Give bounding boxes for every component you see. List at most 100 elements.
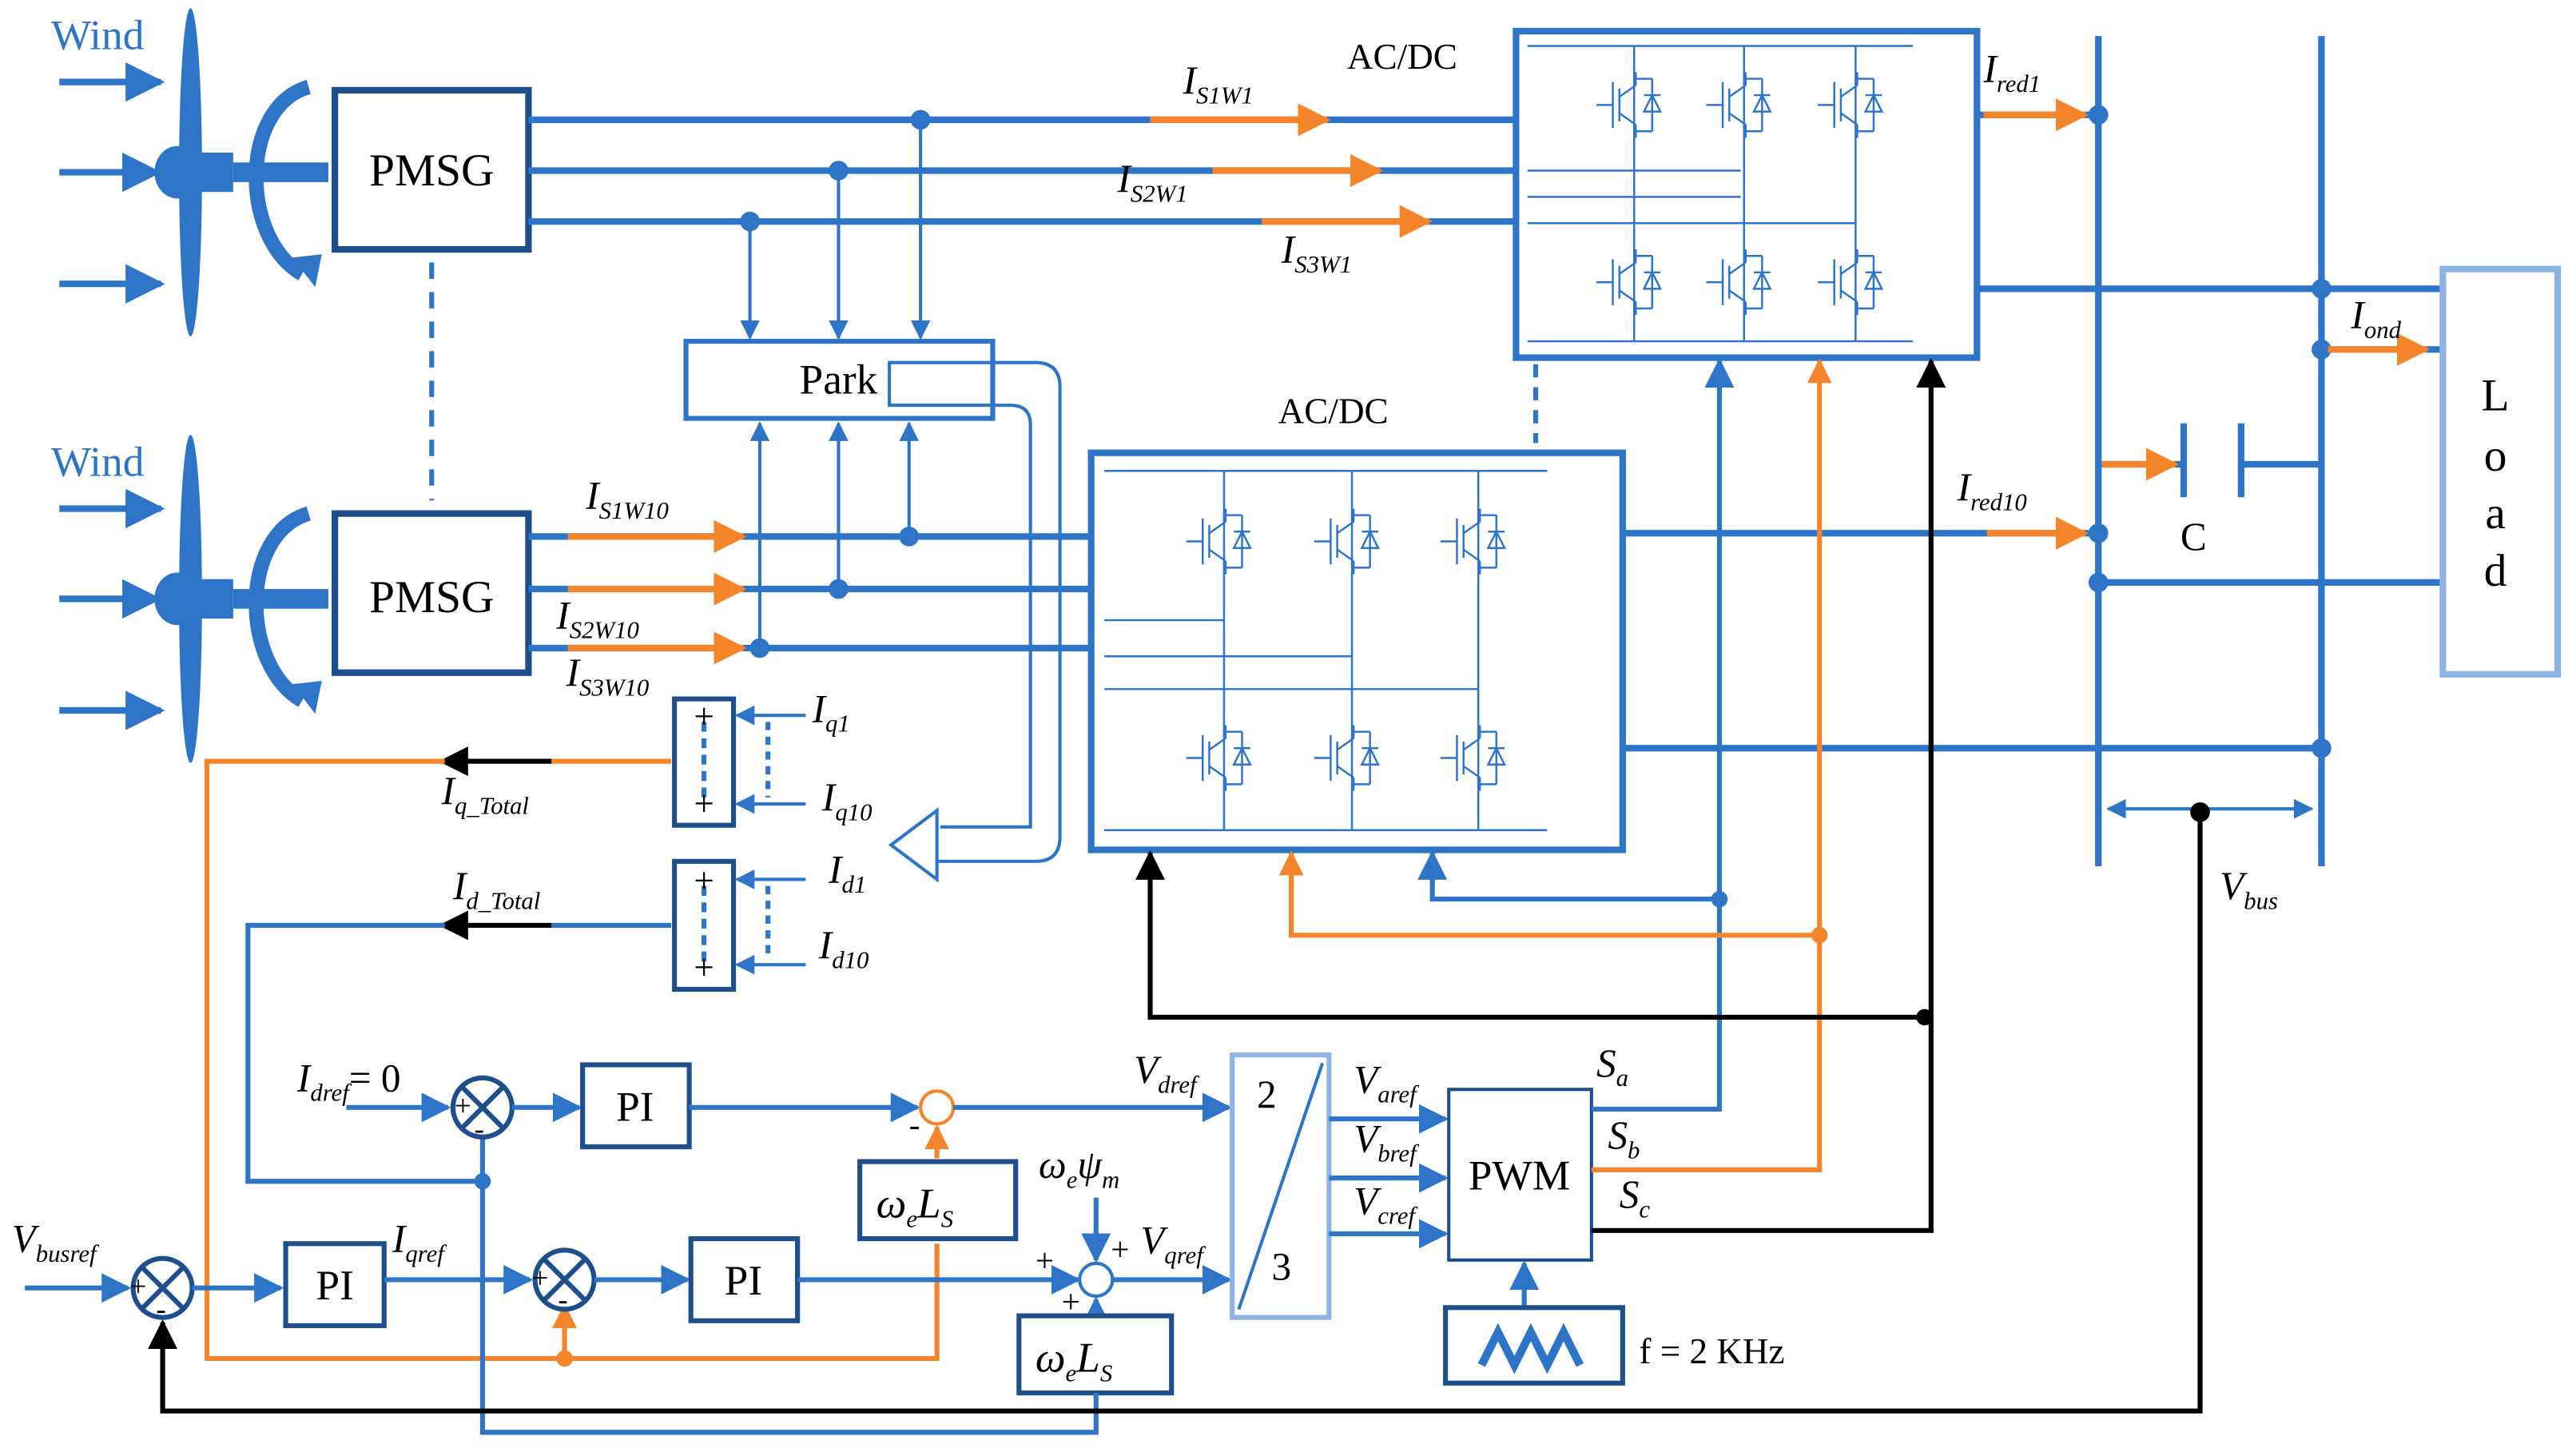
label-is3w1: IS3W1 xyxy=(1281,227,1352,277)
label-iqref: Iqref xyxy=(392,1217,447,1267)
bottom-current-arrows xyxy=(567,519,747,665)
signal-sc-line xyxy=(1591,357,1946,1233)
svg-text:-: - xyxy=(156,1293,165,1326)
sum-inputs xyxy=(734,705,806,975)
pmsg-box-top xyxy=(332,86,532,253)
label-wepsi: ωeψm xyxy=(1039,1143,1119,1193)
label-is2w1: IS2W1 xyxy=(1116,157,1187,207)
svg-text:+: + xyxy=(1036,1242,1054,1279)
pmsg-label-top: PMSG xyxy=(369,145,495,196)
label-vdref: Vdref xyxy=(1134,1048,1200,1098)
sum-junction-vd xyxy=(919,1089,956,1126)
pi-d-block xyxy=(580,1062,692,1150)
label-vcref: Vcref xyxy=(1354,1179,1418,1229)
pi-bus-block xyxy=(283,1241,387,1328)
label-iq-total: Iq_Total xyxy=(441,769,529,819)
svg-text:+: + xyxy=(1062,1283,1080,1319)
label-idref: Idref= 0 xyxy=(296,1056,401,1106)
label-ired10: Ired10 xyxy=(1957,465,2027,515)
id-total-feedback-line xyxy=(245,922,486,1184)
top-current-arrows xyxy=(1150,103,1433,238)
svg-text:-: - xyxy=(475,1112,484,1145)
acdc-converter-bottom xyxy=(1087,449,1626,853)
label-sc: Sc xyxy=(1620,1172,1651,1223)
svg-text:+: + xyxy=(694,783,714,823)
svg-text:-: - xyxy=(909,1106,920,1143)
svg-text:+: + xyxy=(455,1089,471,1122)
svg-text:+: + xyxy=(130,1270,147,1303)
transform-label-3: 3 xyxy=(1271,1244,1291,1288)
sum-junction-vq xyxy=(1078,1261,1115,1299)
welS-bottom-label: ωeLS xyxy=(1036,1333,1112,1386)
vbus-feedback-line xyxy=(148,812,2203,1414)
vabc-ref-arrows xyxy=(1329,1104,1449,1249)
park-output-path-inner xyxy=(940,404,1032,829)
welS-block-top xyxy=(857,1159,1019,1242)
label-id-total: Id_Total xyxy=(452,864,540,914)
pi-q-label: PI xyxy=(725,1256,762,1304)
park-output-arrowhead xyxy=(888,807,939,883)
label-sb: Sb xyxy=(1608,1113,1640,1164)
bus-junction-dots xyxy=(2088,105,2332,758)
label-vbus: Vbus xyxy=(2220,864,2278,914)
label-is3w10: IS3W10 xyxy=(566,650,650,701)
pwm-block xyxy=(1447,1088,1593,1262)
transform-label-2: 2 xyxy=(1257,1072,1277,1116)
acdc-bottom-label: AC/DC xyxy=(1278,392,1389,432)
load-letter-a: a xyxy=(2485,488,2506,539)
bus-current-arrows xyxy=(1983,98,2430,550)
load-box xyxy=(2439,265,2562,678)
label-iq1: Iq1 xyxy=(812,686,850,737)
park-label: Park xyxy=(800,356,878,404)
dc-bus-lines xyxy=(1622,36,2443,867)
acdc-top-label: AC/DC xyxy=(1347,37,1457,77)
signal-sa-line xyxy=(1591,357,1735,1112)
wind-label-top: Wind xyxy=(51,11,145,59)
signal-sb-line xyxy=(1591,358,1832,1172)
converter-top-switches xyxy=(1527,45,1914,343)
park-output-path xyxy=(936,360,1062,863)
label-iond: Iond xyxy=(2350,293,2401,344)
svg-text:-: - xyxy=(558,1283,567,1315)
iq-total-feedback-line xyxy=(204,758,940,1362)
svg-text:+: + xyxy=(694,948,714,988)
load-letter-o: o xyxy=(2484,431,2507,481)
svg-text:+: + xyxy=(532,1262,549,1295)
load-letter-d: d xyxy=(2484,546,2507,596)
pmsg-box-bottom xyxy=(332,510,532,676)
svg-text:+: + xyxy=(1111,1231,1129,1267)
carrier-frequency-label: f = 2 KHz xyxy=(1639,1331,1784,1371)
svg-text:+: + xyxy=(694,697,714,737)
pi-bus-label: PI xyxy=(316,1261,353,1309)
label-sa: Sa xyxy=(1596,1041,1628,1092)
label-iq10: Iq10 xyxy=(821,775,873,825)
wind-label-bottom: Wind xyxy=(51,437,145,485)
park-output-box xyxy=(888,360,995,408)
top-junction-dots xyxy=(740,109,931,232)
label-vbref: Vbref xyxy=(1354,1116,1420,1167)
park-input-taps xyxy=(740,119,931,340)
pi-q-block xyxy=(688,1236,801,1323)
welS-block-bottom xyxy=(1016,1313,1175,1396)
label-id1: Id1 xyxy=(828,848,866,898)
capacitor-icon xyxy=(2180,423,2244,498)
pmsg-label-bottom: PMSG xyxy=(369,572,495,623)
label-vqref: Vqref xyxy=(1140,1219,1207,1269)
load-letter-l: L xyxy=(2482,370,2510,420)
label-id10: Id10 xyxy=(818,923,869,973)
park-bottom-taps xyxy=(749,421,920,648)
label-vbusref: Vbusref xyxy=(12,1217,100,1267)
pi-d-label: PI xyxy=(616,1082,654,1130)
capacitor-label: C xyxy=(2180,515,2207,559)
svg-text:+: + xyxy=(694,861,714,901)
label-varef: Varef xyxy=(1354,1057,1420,1108)
welS-top-label: ωeLS xyxy=(877,1179,953,1232)
converter-bottom-switches xyxy=(1104,470,1548,832)
label-is1w10: IS1W10 xyxy=(585,473,669,523)
pwm-label: PWM xyxy=(1469,1152,1571,1199)
label-ired1: Ired1 xyxy=(1983,47,2041,97)
label-is1w1: IS1W1 xyxy=(1183,58,1254,109)
bottom-junction-dots xyxy=(749,527,920,658)
triangle-wave-icon xyxy=(1477,1323,1584,1374)
